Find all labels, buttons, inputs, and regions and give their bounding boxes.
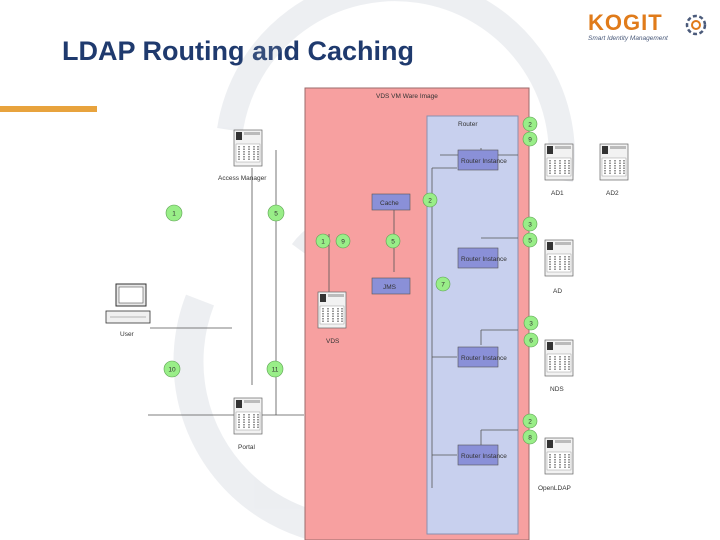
jms-label: JMS (383, 284, 397, 291)
portal-server-icon (233, 397, 263, 435)
page-title: LDAP Routing and Caching (62, 36, 414, 66)
badge-text: 11 (272, 367, 279, 374)
badge-router-top-9 (522, 131, 538, 147)
cache-label: Cache (380, 200, 399, 207)
badge-cache-2 (422, 192, 438, 208)
openldap-server-icon (544, 437, 574, 475)
badge-text: 5 (274, 211, 278, 218)
accent-bar (0, 106, 97, 112)
ad1-server-icon (544, 143, 574, 181)
cache-block: Cache (371, 193, 411, 211)
router-instance-1: Router Instance (457, 149, 507, 171)
logo-wordmark: KOGIT (588, 10, 663, 35)
router-instance-3: Router Instance (457, 346, 507, 368)
badge-nds-3 (523, 315, 539, 331)
badge-vds-9 (335, 233, 351, 249)
portal-label: Portal (238, 444, 256, 451)
vm-image-label: VDS VM Ware Image (376, 93, 438, 100)
badge-text: 7 (441, 282, 445, 289)
vds-label: VDS (326, 338, 340, 345)
ad2-server-icon (599, 143, 629, 181)
nds-server-icon (544, 339, 574, 377)
badge-text: 5 (528, 238, 532, 245)
badge-ad-5 (522, 232, 538, 248)
ad-server-icon (544, 239, 574, 277)
badge-router-top-2 (522, 116, 538, 132)
badge-text: 8 (528, 435, 532, 442)
badge-text: 10 (168, 367, 176, 374)
badge-text: 3 (528, 222, 532, 229)
router-instance-4: Router Instance (457, 444, 507, 466)
badge-portal-11 (266, 360, 284, 378)
kogit-logo: KOGIT Smart Identity Management (588, 10, 710, 46)
badge-vds-1 (315, 233, 331, 249)
badge-openldap-2 (522, 413, 538, 429)
nds-label: NDS (550, 386, 564, 393)
badge-text: 2 (428, 198, 432, 205)
openldap-label: OpenLDAP (538, 485, 571, 492)
badge-text: 5 (391, 239, 395, 246)
user-computer-icon (105, 283, 151, 324)
connector-lines (148, 148, 518, 488)
badge-user-1 (165, 204, 183, 222)
ad2-label: AD2 (606, 190, 619, 197)
badge-cache-5 (385, 233, 401, 249)
badge-nds-6 (523, 332, 539, 348)
badge-text: 9 (528, 137, 532, 144)
router-instance-1-label: Router Instance (461, 158, 507, 165)
badge-jms-7 (435, 276, 451, 292)
logo-tagline: Smart Identity Management (588, 35, 668, 42)
vds-server-icon (317, 291, 347, 329)
router-box (426, 115, 519, 535)
badge-text: 1 (321, 239, 325, 246)
user-label: User (120, 331, 135, 338)
badge-text: 2 (528, 122, 532, 129)
badge-text: 6 (529, 338, 533, 345)
badge-text: 9 (341, 239, 345, 246)
router-instance-4-label: Router Instance (461, 453, 507, 460)
router-instance-2-label: Router Instance (461, 256, 507, 263)
badge-am-5 (267, 204, 285, 222)
badge-text: 3 (529, 321, 533, 328)
badge-portal-10 (163, 360, 181, 378)
badge-ad-3 (522, 216, 538, 232)
access-manager-server-icon (233, 129, 263, 167)
ad1-label: AD1 (551, 190, 564, 197)
badge-openldap-8 (522, 429, 538, 445)
jms-block: JMS (371, 277, 411, 295)
access-manager-label: Access Manager (218, 175, 267, 182)
ad-label: AD (553, 288, 562, 295)
router-instance-3-label: Router Instance (461, 355, 507, 362)
router-label: Router (458, 121, 478, 128)
badge-text: 2 (528, 419, 532, 426)
router-instance-2: Router Instance (457, 247, 507, 269)
gear-icon (685, 14, 707, 36)
badge-text: 1 (172, 211, 176, 218)
